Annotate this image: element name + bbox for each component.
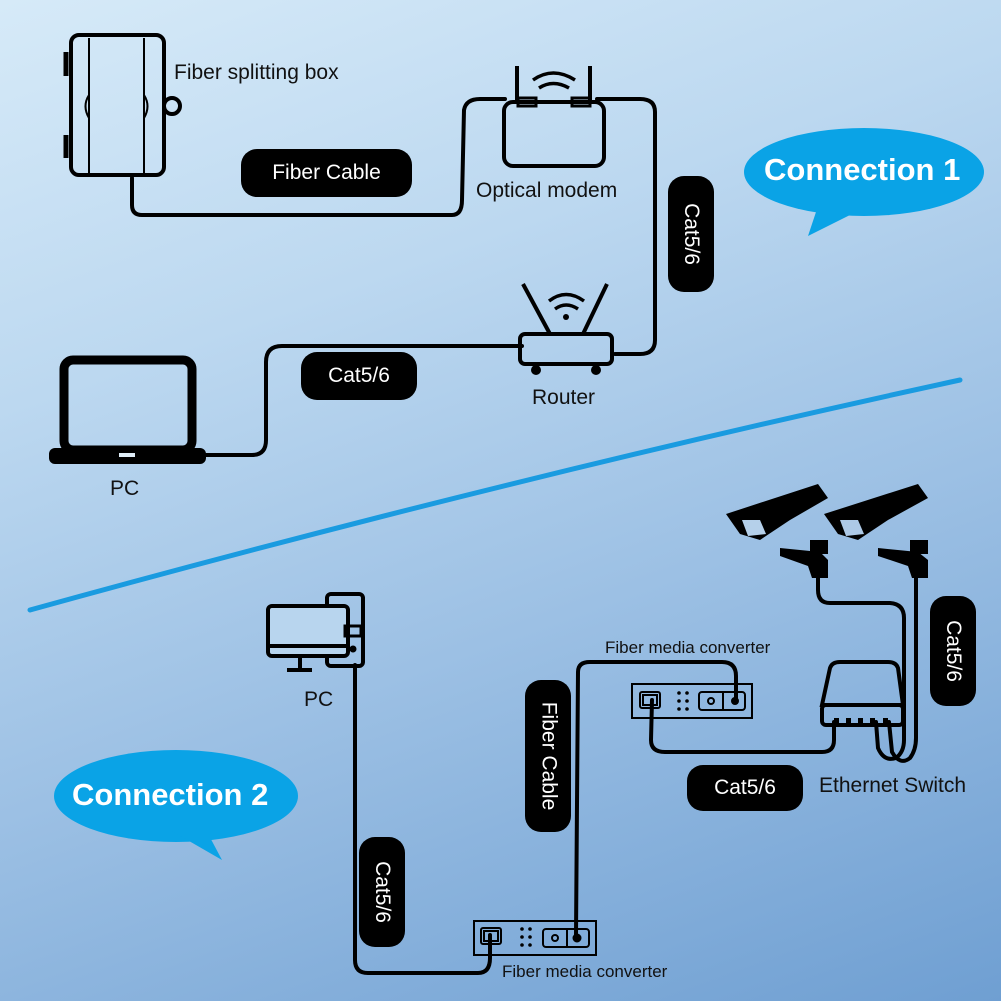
cable-label-text: Fiber Cable xyxy=(537,701,560,811)
optical-modem-label: Optical modem xyxy=(476,179,618,202)
cable-pc-to-converter xyxy=(353,663,492,975)
cable-converter-to-converter xyxy=(574,660,738,937)
ethernet-switch-label: Ethernet Switch xyxy=(819,774,967,797)
cable-router-to-pc xyxy=(203,344,524,457)
connection-1-title: Connection 1 xyxy=(764,152,961,187)
laptop-pc-label: PC xyxy=(110,477,140,500)
security-camera-1-icon xyxy=(726,484,828,578)
fiber-media-converter-bottom-icon xyxy=(473,920,597,956)
fiber-media-converter-bottom-label: Fiber media converter xyxy=(502,962,668,981)
connection-1-bubble xyxy=(744,128,984,236)
laptop-pc-icon xyxy=(49,355,206,464)
cable-label-cat56-converter-switch: Cat5/6 xyxy=(687,765,803,811)
section-divider-line xyxy=(27,377,963,613)
cable-label-text: Cat5/6 xyxy=(371,861,394,923)
cable-label-cat56-router-pc: Cat5/6 xyxy=(301,352,417,400)
security-camera-2-icon xyxy=(824,484,928,578)
cable-label-text: Cat5/6 xyxy=(942,620,965,682)
cable-label-cat56-switch-cameras: Cat5/6 xyxy=(930,596,976,706)
connection-2-bubble xyxy=(54,750,298,860)
ethernet-switch-icon xyxy=(819,660,906,727)
connection-2-title: Connection 2 xyxy=(72,777,269,812)
fiber-media-converter-top-label: Fiber media converter xyxy=(605,638,771,657)
cable-label-fiber-cable-1: Fiber Cable xyxy=(241,149,412,197)
cable-switch-to-camera-1 xyxy=(816,570,906,761)
cable-switch-to-camera-2 xyxy=(887,576,918,763)
fiber-splitting-box-icon xyxy=(63,33,182,177)
cable-converter-to-switch xyxy=(649,698,836,754)
cable-label-text: Cat5/6 xyxy=(680,203,703,265)
cable-modem-to-router xyxy=(595,97,657,356)
cable-label-text: Fiber Cable xyxy=(272,161,381,184)
router-icon xyxy=(518,283,614,375)
fiber-media-converter-top-icon xyxy=(631,683,753,719)
desktop-pc-label: PC xyxy=(304,688,334,711)
fiber-splitting-box-label: Fiber splitting box xyxy=(174,61,339,84)
cable-label-cat56-modem-router: Cat5/6 xyxy=(668,176,714,292)
cable-box-to-modem xyxy=(130,97,507,217)
desktop-pc-icon xyxy=(266,592,365,672)
cable-label-fiber-cable-2: Fiber Cable xyxy=(525,680,571,832)
optical-modem-icon xyxy=(502,66,606,168)
cable-label-cat56-pc-converter: Cat5/6 xyxy=(359,837,405,947)
router-label: Router xyxy=(532,386,596,409)
cable-label-text: Cat5/6 xyxy=(328,364,390,387)
cable-label-text: Cat5/6 xyxy=(714,776,776,799)
